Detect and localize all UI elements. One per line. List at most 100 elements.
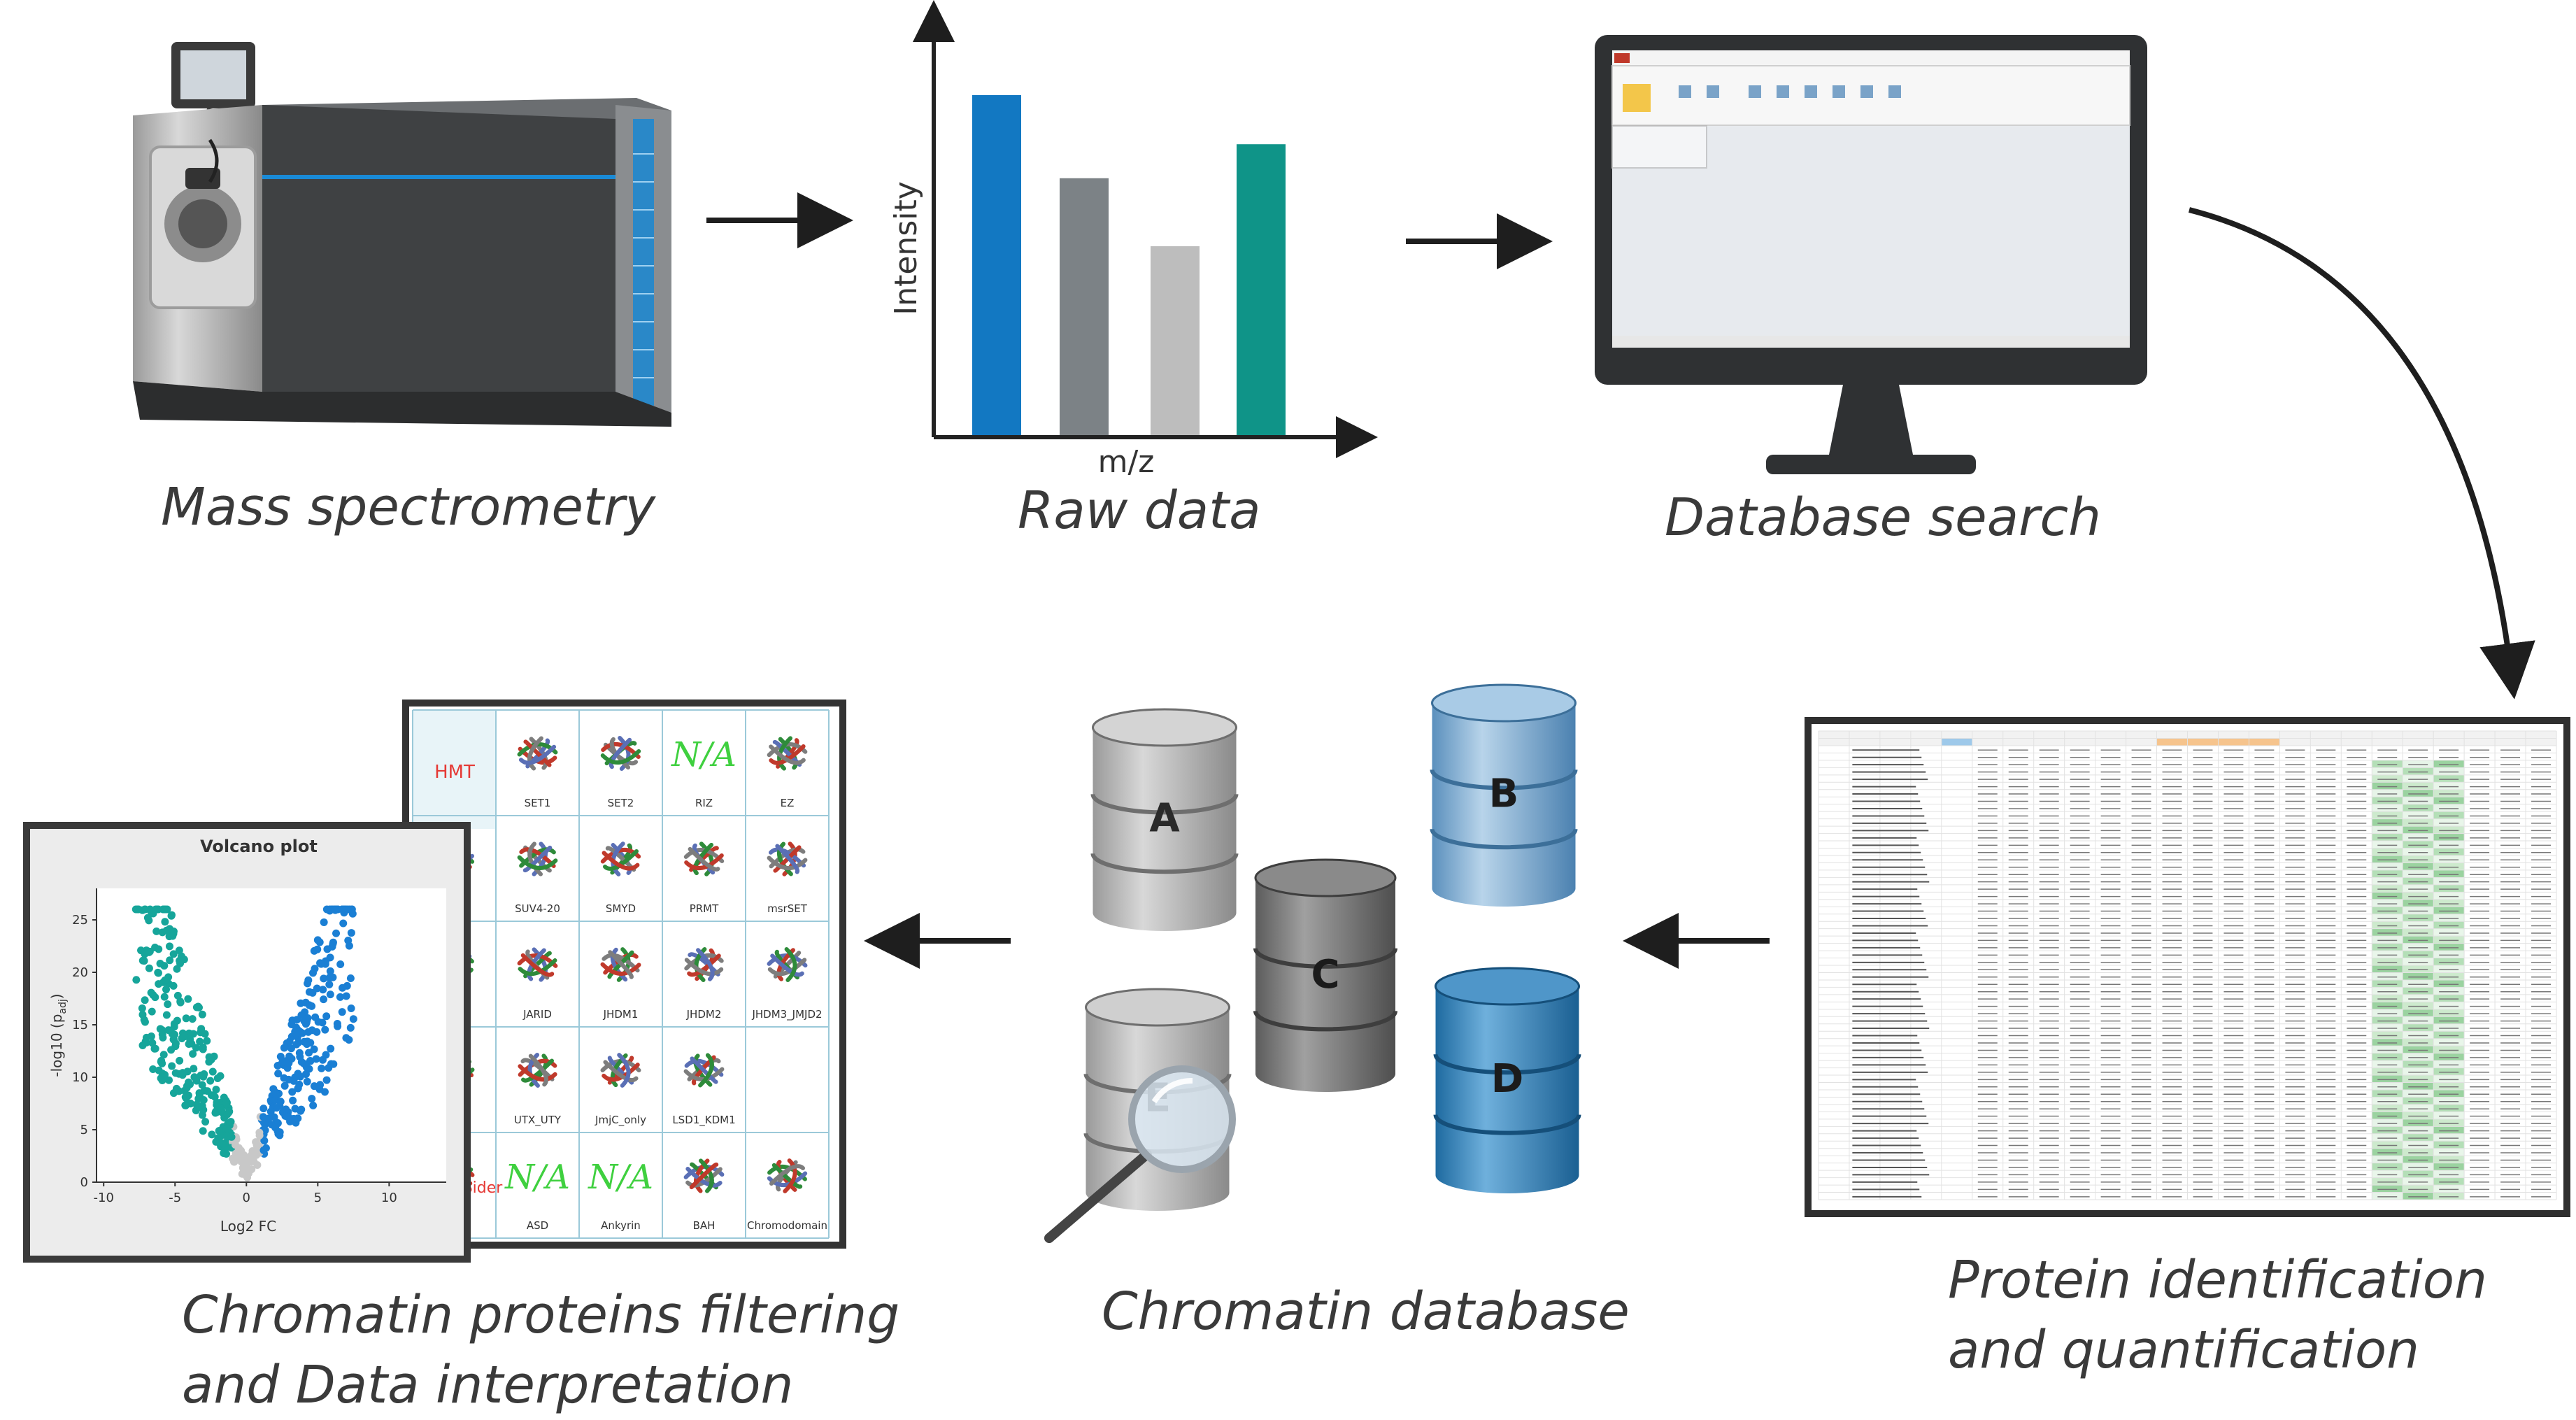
volcano-y-tick: 15 [72, 1018, 88, 1032]
caption-database-search: Database search [1665, 488, 2102, 548]
volcano-point [166, 956, 174, 965]
volcano-point [147, 1032, 155, 1041]
volcano-point [323, 945, 332, 953]
volcano-point [325, 980, 334, 988]
database-cylinder-b: B [1430, 683, 1578, 907]
volcano-point [320, 918, 328, 926]
volcano-point [317, 960, 325, 968]
volcano-point [288, 1088, 297, 1096]
volcano-point [264, 1114, 273, 1123]
table-row-label-hmt: HMT [434, 762, 475, 783]
volcano-point [225, 1108, 233, 1116]
protein-structure-thumbnail [517, 947, 558, 982]
volcano-x-tick: -10 [94, 1191, 114, 1205]
volcano-point [134, 905, 142, 914]
database-label-b: B [1489, 771, 1519, 816]
volcano-x-label: Log2 FC [220, 1218, 276, 1235]
volcano-point [198, 1102, 206, 1110]
volcano-point [292, 1029, 300, 1037]
caption-filtering-line2: and Data interpretation [182, 1355, 794, 1415]
volcano-point [216, 1072, 225, 1080]
volcano-point [181, 1101, 190, 1109]
table-cell-label: JHDM2 [686, 1008, 722, 1021]
volcano-y-tick: 0 [80, 1175, 88, 1190]
protein-structure-thumbnail [683, 842, 725, 876]
volcano-point [196, 1037, 204, 1046]
volcano-y-tick: 20 [72, 965, 88, 980]
volcano-point [197, 1028, 205, 1037]
volcano-point [172, 1084, 180, 1093]
volcano-point [162, 926, 171, 935]
volcano-point [132, 976, 141, 984]
volcano-point [319, 986, 327, 994]
volcano-point [182, 1014, 190, 1023]
volcano-point [220, 1093, 228, 1102]
volcano-point [208, 1130, 216, 1139]
volcano-point [318, 1056, 327, 1064]
table-cell-label: SUV4-20 [515, 902, 560, 915]
volcano-point [326, 967, 334, 975]
caption-filtering-line1: Chromatin proteins filtering [182, 1285, 900, 1345]
volcano-point [165, 942, 173, 951]
volcano-point [192, 1003, 201, 1011]
volcano-point [159, 1051, 168, 1059]
volcano-point [297, 1107, 305, 1115]
volcano-point [304, 979, 312, 988]
volcano-point [276, 1128, 284, 1137]
volcano-point [190, 1073, 199, 1081]
volcano-point [342, 1034, 350, 1042]
volcano-point [176, 1056, 184, 1065]
volcano-point [294, 1114, 302, 1123]
protein-structure-thumbnail [600, 736, 641, 771]
volcano-point [327, 1044, 335, 1053]
volcano-point [294, 1070, 302, 1078]
volcano-point [259, 1146, 268, 1154]
volcano-point [333, 905, 341, 914]
raw-chart-y-label: Intensity [888, 181, 924, 315]
computer-monitor [1595, 35, 2147, 474]
volcano-y-tick: 5 [80, 1123, 88, 1137]
volcano-point [344, 936, 353, 944]
mass-spectrometer-illustration [133, 42, 671, 427]
raw-data-bar [1151, 246, 1200, 435]
volcano-point [336, 993, 344, 1001]
volcano-point [160, 993, 169, 1001]
raw-data-bar [1237, 144, 1286, 435]
volcano-point [329, 973, 337, 981]
volcano-point [280, 1044, 288, 1052]
volcano-point [200, 1070, 208, 1079]
protein-structure-thumbnail [767, 736, 808, 771]
volcano-point [161, 1071, 169, 1079]
table-cell-label: JHDM1 [603, 1008, 639, 1021]
volcano-point [238, 1155, 246, 1163]
volcano-point [141, 950, 149, 958]
protein-structure-thumbnail [517, 736, 558, 771]
volcano-point [338, 905, 346, 914]
volcano-point [199, 1043, 207, 1051]
volcano-point [184, 995, 192, 1003]
volcano-point [249, 1151, 257, 1159]
table-cell-label: UTX_UTY [514, 1114, 562, 1127]
volcano-point [325, 1064, 333, 1072]
volcano-point [168, 1062, 176, 1070]
volcano-point [169, 927, 178, 935]
volcano-point [192, 1044, 200, 1052]
protein-structure-thumbnail [518, 1053, 557, 1088]
database-label-c: C [1311, 952, 1339, 997]
volcano-point [175, 1070, 183, 1078]
table-na-mark: N/A [588, 1158, 653, 1197]
volcano-point [282, 1105, 290, 1114]
table-cell-label: LSD1_KDM1 [672, 1114, 735, 1127]
protein-structure-thumbnail [517, 842, 558, 876]
volcano-point [155, 980, 163, 988]
caption-raw-data: Raw data [1018, 481, 1261, 541]
protein-structure-thumbnail [684, 947, 724, 982]
volcano-point [289, 1096, 297, 1105]
volcano-point [309, 1101, 318, 1109]
volcano-point [322, 1012, 331, 1021]
table-na-mark: N/A [671, 735, 736, 774]
volcano-point [342, 992, 350, 1000]
volcano-point [322, 905, 331, 914]
